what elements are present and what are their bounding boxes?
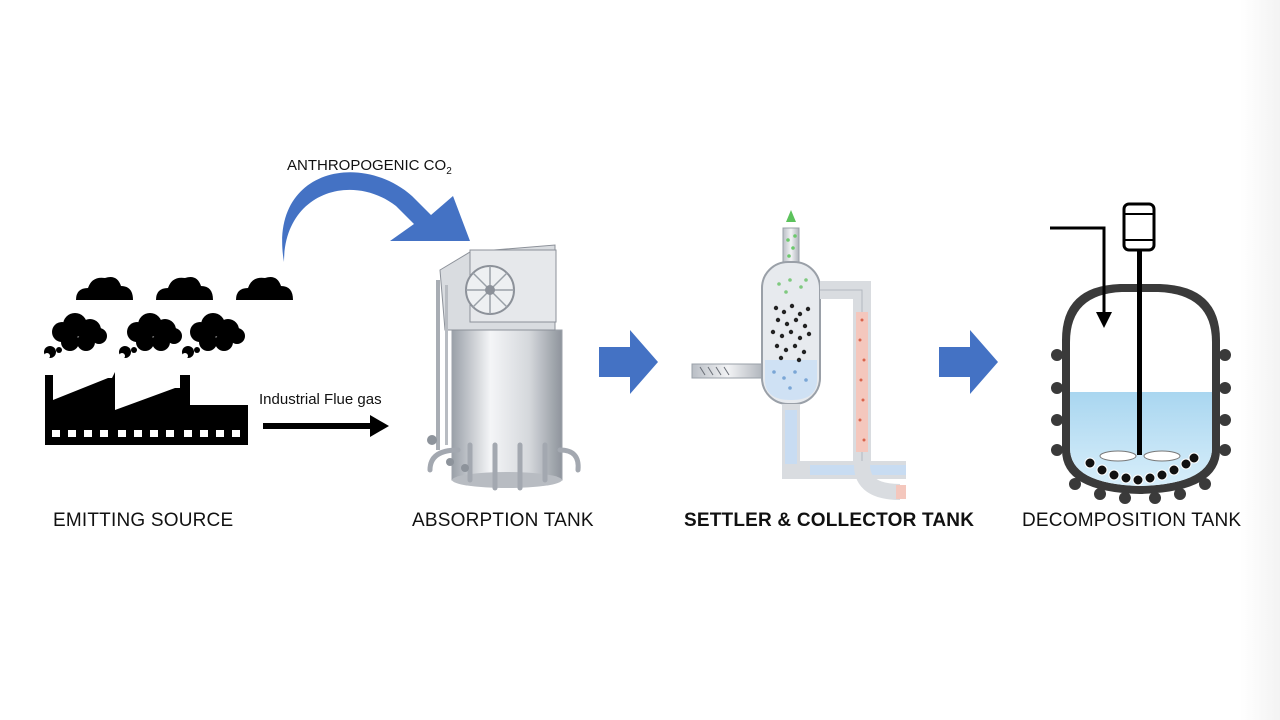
emitting-source-caption: EMITTING SOURCE bbox=[53, 510, 234, 531]
decomposition-tank-caption: DECOMPOSITION TANK bbox=[1022, 510, 1242, 531]
cloud-icon bbox=[236, 277, 293, 300]
curved-arrow-icon bbox=[282, 172, 470, 262]
cloud-icon bbox=[156, 277, 213, 300]
anthropogenic-co2-label: ANTHROPOGENIC CO2 bbox=[287, 157, 452, 177]
cloud-icon bbox=[76, 277, 133, 300]
flue-gas-arrow-icon bbox=[263, 415, 389, 437]
anthropogenic-co2-text: ANTHROPOGENIC CO bbox=[287, 157, 447, 174]
absorption-tank-caption: ABSORPTION TANK bbox=[412, 510, 594, 531]
smoke-icon bbox=[119, 313, 182, 359]
settler-collector-tank-caption: SETTLER & COLLECTOR TANK bbox=[684, 510, 975, 531]
smoke-icon bbox=[44, 313, 107, 359]
absorption-tank-icon bbox=[427, 244, 581, 491]
co2-subscript: 2 bbox=[446, 166, 452, 177]
flow-arrow-icon bbox=[939, 330, 998, 394]
industrial-flue-gas-label: Industrial Flue gas bbox=[259, 391, 382, 408]
flow-arrow-icon bbox=[599, 330, 658, 394]
settler-tank-icon bbox=[691, 210, 906, 500]
smoke-icon bbox=[182, 313, 245, 359]
factory-icon bbox=[45, 372, 248, 445]
right-edge-shade bbox=[1240, 0, 1280, 720]
decomposition-tank-icon bbox=[1050, 202, 1231, 504]
